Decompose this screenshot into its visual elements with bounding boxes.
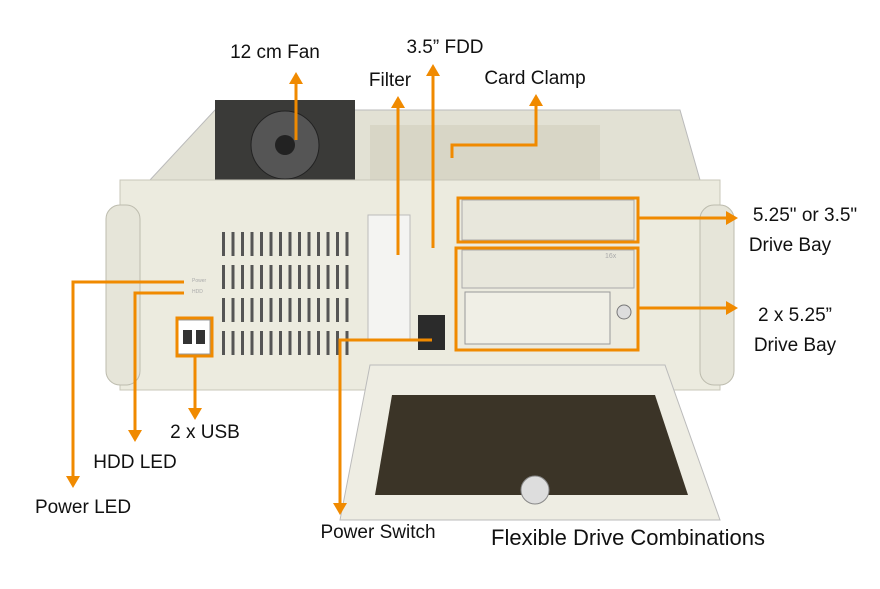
vent-slot <box>260 232 263 256</box>
vent-slot <box>298 232 301 256</box>
vent-slot <box>326 265 330 289</box>
vent-slot <box>250 298 254 322</box>
vent-slot <box>269 331 273 355</box>
label-power-led: Power LED <box>34 497 132 518</box>
vent-slot <box>250 265 254 289</box>
label-bay2-line2: Drive Bay <box>753 335 837 356</box>
label-hdd-led: HDD LED <box>93 452 177 473</box>
vent-slot <box>326 331 330 355</box>
vent-slot <box>317 265 320 289</box>
label-bay1-line2: Drive Bay <box>748 235 832 256</box>
vent-slot <box>241 331 244 355</box>
vent-slot <box>260 298 263 322</box>
vent-slot <box>269 265 273 289</box>
vent-slot <box>345 298 349 322</box>
vents <box>222 232 349 355</box>
vent-slot <box>307 298 311 322</box>
vent-slot <box>307 232 311 256</box>
vent-slot <box>317 232 320 256</box>
vent-slot <box>298 265 301 289</box>
label-fan: 12 cm Fan <box>230 42 320 63</box>
caption: Flexible Drive Combinations <box>491 525 765 550</box>
vent-slot <box>241 298 244 322</box>
vent-slot <box>231 232 235 256</box>
door-panel <box>375 395 688 495</box>
vent-slot <box>222 232 225 256</box>
vent-slot <box>336 232 339 256</box>
vent-slot <box>326 298 330 322</box>
cd-speed-marking: 16x <box>605 253 617 260</box>
vent-slot <box>231 298 235 322</box>
vent-slot <box>307 331 311 355</box>
vent-slot <box>345 331 349 355</box>
label-power-switch: Power Switch <box>320 522 436 543</box>
vent-slot <box>279 265 282 289</box>
vent-slot <box>336 331 339 355</box>
vent-slot <box>279 298 282 322</box>
vent-slot <box>260 265 263 289</box>
vent-slot <box>222 331 225 355</box>
vent-slot <box>231 331 235 355</box>
vent-slot <box>250 331 254 355</box>
vent-slot <box>241 232 244 256</box>
vent-slot <box>241 265 244 289</box>
hdd-led-marking: HDD <box>192 289 203 295</box>
vent-slot <box>269 298 273 322</box>
label-card-clamp: Card Clamp <box>484 68 586 89</box>
vent-slot <box>298 331 301 355</box>
vent-slot <box>298 298 301 322</box>
power-switch <box>418 315 445 350</box>
vent-slot <box>336 298 339 322</box>
right-handle <box>699 204 735 386</box>
label-bay1-line1: 5.25" or 3.5" <box>752 205 858 226</box>
vent-slot <box>222 265 225 289</box>
vent-slot <box>222 298 225 322</box>
label-fdd: 3.5” FDD <box>406 37 484 58</box>
filter-panel <box>367 214 411 341</box>
vent-slot <box>288 298 292 322</box>
vent-slot <box>279 331 282 355</box>
vent-slot <box>288 232 292 256</box>
vent-slot <box>288 331 292 355</box>
vent-slot <box>317 331 320 355</box>
vent-slot <box>231 265 235 289</box>
label-filter: Filter <box>368 70 412 91</box>
label-usb: 2 x USB <box>170 422 240 443</box>
vent-slot <box>317 298 320 322</box>
vent-slot <box>250 232 254 256</box>
vent-slot <box>345 265 349 289</box>
vent-slot <box>288 265 292 289</box>
left-handle <box>105 204 141 386</box>
vent-slot <box>326 232 330 256</box>
vent-slot <box>269 232 273 256</box>
vent-slot <box>260 331 263 355</box>
power-led-marking: Power <box>192 278 207 284</box>
vent-slot <box>279 232 282 256</box>
vent-slot <box>336 265 339 289</box>
vent-slot <box>345 232 349 256</box>
label-bay2-line1: 2 x 5.25” <box>758 305 832 326</box>
vent-slot <box>307 265 311 289</box>
